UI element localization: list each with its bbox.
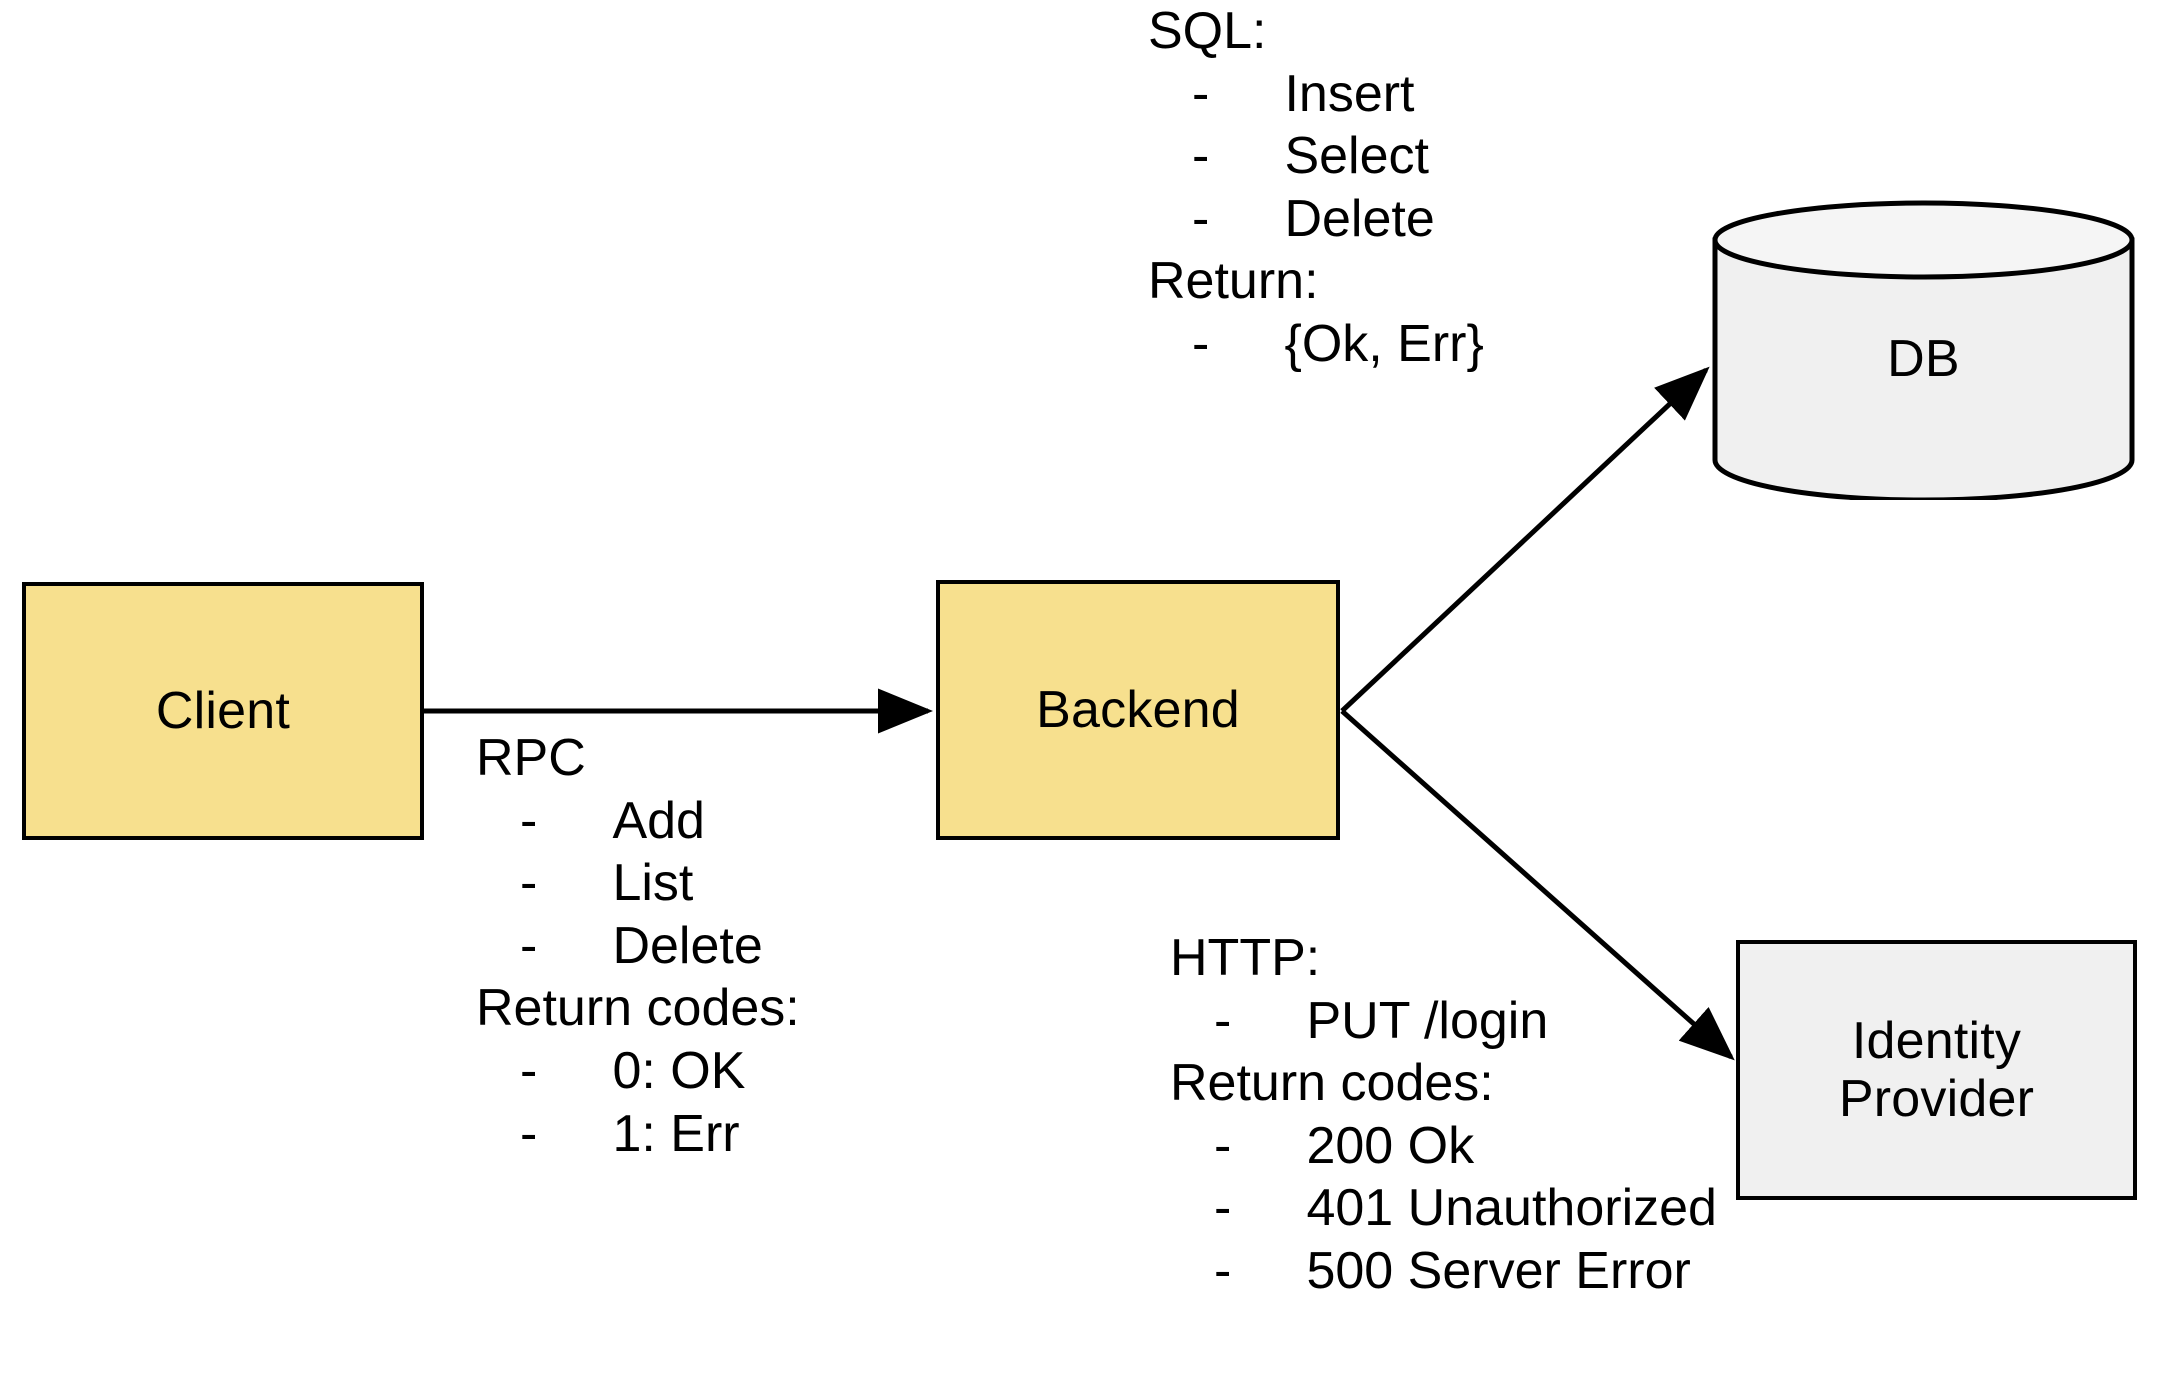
sql-heading: SQL: xyxy=(1148,2,1267,60)
cylinder-icon xyxy=(1712,200,2135,500)
bullet-dash: - xyxy=(520,791,538,850)
http-heading: HTTP: xyxy=(1170,929,1321,987)
rpc-item: - Add xyxy=(476,790,800,853)
node-identity-provider-label: Identity Provider xyxy=(1838,1011,2035,1128)
rpc-item: - Delete xyxy=(476,915,800,978)
http-return-item-label: 500 Server Error xyxy=(1306,1241,1691,1300)
edge-backend-to-db xyxy=(1340,366,1710,713)
rpc-item-label: Delete xyxy=(612,916,763,975)
annotation-rpc: RPC - Add - List - Delete Return codes: … xyxy=(476,727,800,1165)
annotation-http: HTTP: - PUT /login Return codes: - 200 O… xyxy=(1170,927,1717,1303)
bullet-dash: - xyxy=(520,1104,538,1163)
bullet-dash: - xyxy=(1214,991,1232,1050)
rpc-item-label: List xyxy=(612,854,694,913)
rpc-item-label: Add xyxy=(612,791,705,850)
bullet-dash: - xyxy=(520,854,538,913)
http-return-item: - 500 Server Error xyxy=(1170,1240,1717,1303)
http-return-heading: Return codes: xyxy=(1170,1054,1494,1113)
annotation-sql: SQL: - Insert - Select - Delete Return: … xyxy=(1148,0,1484,376)
bullet-dash: - xyxy=(520,1041,538,1100)
bullet-dash: - xyxy=(1214,1241,1232,1300)
rpc-return-heading: Return codes: xyxy=(476,979,800,1038)
bullet-dash: - xyxy=(1192,64,1210,123)
node-backend[interactable]: Backend xyxy=(936,580,1340,840)
sql-item: - Delete xyxy=(1148,188,1484,251)
bullet-dash: - xyxy=(1214,1116,1232,1175)
sql-return-item: - {Ok, Err} xyxy=(1148,313,1484,376)
sql-item: - Insert xyxy=(1148,63,1484,126)
node-database[interactable]: DB xyxy=(1712,200,2135,500)
sql-return-heading: Return: xyxy=(1148,252,1319,311)
bullet-dash: - xyxy=(1192,314,1210,373)
node-client[interactable]: Client xyxy=(22,582,424,840)
rpc-return-item-label: 1: Err xyxy=(612,1104,740,1163)
node-database-label: DB xyxy=(1887,329,1960,388)
node-identity-provider[interactable]: Identity Provider xyxy=(1736,940,2137,1200)
http-return-item-label: 401 Unauthorized xyxy=(1306,1179,1717,1238)
http-item-label: PUT /login xyxy=(1306,991,1549,1050)
rpc-return-item: - 1: Err xyxy=(476,1103,800,1166)
bullet-dash: - xyxy=(1192,127,1210,186)
http-item: - PUT /login xyxy=(1170,990,1717,1053)
bullet-dash: - xyxy=(1214,1179,1232,1238)
rpc-heading: RPC xyxy=(476,729,586,787)
http-return-item-label: 200 Ok xyxy=(1306,1116,1475,1175)
rpc-return-item-label: 0: OK xyxy=(612,1041,746,1100)
sql-item-label: Delete xyxy=(1284,189,1435,248)
bullet-dash: - xyxy=(520,916,538,975)
http-return-item: - 401 Unauthorized xyxy=(1170,1177,1717,1240)
http-return-item: - 200 Ok xyxy=(1170,1115,1717,1178)
sql-item: - Select xyxy=(1148,125,1484,188)
rpc-item: - List xyxy=(476,852,800,915)
sql-return-item-label: {Ok, Err} xyxy=(1284,314,1484,373)
sql-item-label: Select xyxy=(1284,127,1429,186)
node-client-label: Client xyxy=(155,681,291,740)
rpc-return-item: - 0: OK xyxy=(476,1040,800,1103)
sql-item-label: Insert xyxy=(1284,64,1415,123)
bullet-dash: - xyxy=(1192,189,1210,248)
node-backend-label: Backend xyxy=(1036,680,1240,739)
